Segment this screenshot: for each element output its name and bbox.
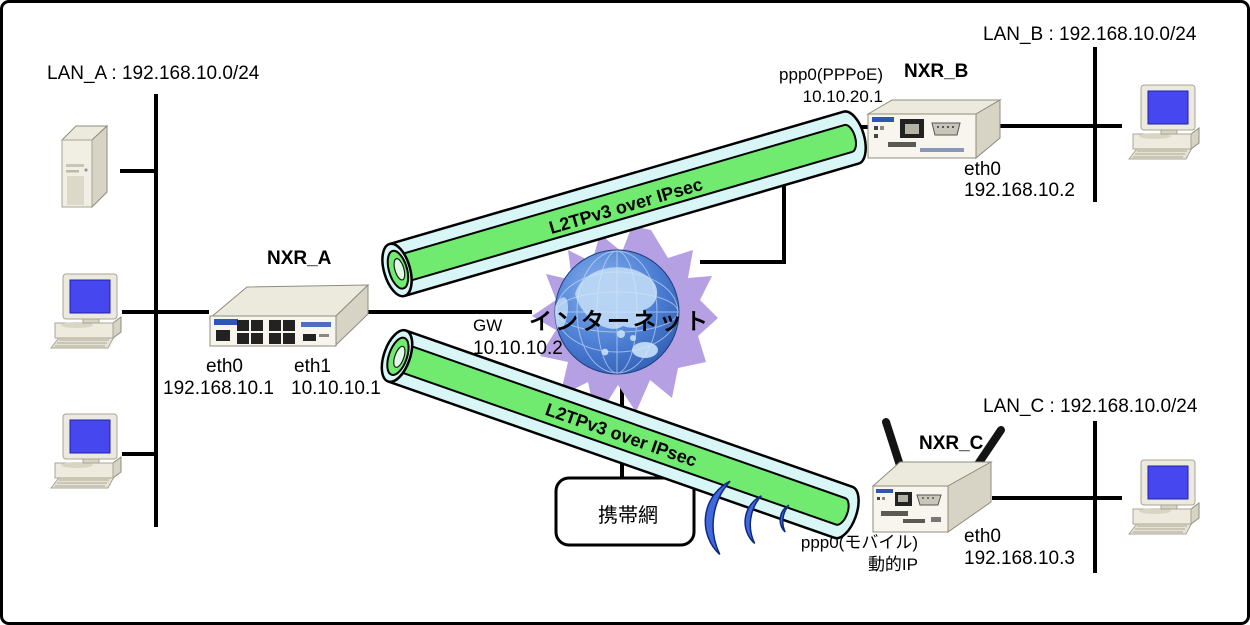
pc-icon-lan-c	[1128, 459, 1200, 535]
nxr-a-device	[208, 283, 370, 347]
gw-label: GW	[473, 316, 503, 335]
nxr-c-name: NXR_C	[919, 433, 984, 454]
lan-b-label: LAN_B : 192.168.10.0/24	[983, 24, 1197, 45]
gw-ip: 10.10.10.2	[473, 338, 563, 359]
nxr-c-wan-label: ppp0(モバイル)	[800, 533, 918, 552]
pc-icon-lan-b	[1128, 84, 1200, 160]
pc-icon-lan-a-2	[50, 413, 122, 489]
radio-waves-icon	[704, 480, 790, 556]
nxr-b-eth0-label: eth0	[964, 159, 1001, 180]
lan-b-bus-line	[1000, 47, 1122, 202]
nxr-b-wan-ip: 10.10.20.1	[802, 87, 883, 106]
server-icon	[61, 125, 108, 208]
nxr-a-name: NXR_A	[267, 248, 332, 269]
mobile-network-box	[554, 476, 696, 547]
nxr-c-eth0-ip: 192.168.10.3	[964, 548, 1075, 569]
nxr-a-eth0-ip: 192.168.10.1	[163, 378, 274, 399]
nxr-a-eth1-label: eth1	[294, 356, 331, 377]
nxr-c-device	[871, 418, 1005, 533]
lan-a-bus-line	[120, 94, 209, 527]
lan-c-label: LAN_C : 192.168.10.0/24	[983, 396, 1198, 417]
nxr-b-device	[866, 99, 1002, 160]
lan-c-bus-line	[992, 421, 1122, 573]
internet-to-nxr-b-line	[700, 184, 786, 264]
lan-a-label: LAN_A : 192.168.10.0/24	[47, 63, 260, 84]
nxr-b-eth0-ip: 192.168.10.2	[964, 180, 1075, 201]
nxr-a-eth1-ip: 10.10.10.1	[291, 378, 381, 399]
pc-icon-lan-a-1	[50, 273, 122, 349]
nxr-c-wan-ip: 動的IP	[867, 555, 918, 574]
nxr-c-eth0-label: eth0	[964, 526, 1001, 547]
nxr-b-wan-label: ppp0(PPPoE)	[779, 65, 883, 84]
internet-label: インターネット	[529, 308, 711, 334]
nxr-a-eth0-label: eth0	[206, 356, 243, 377]
nxr-b-name: NXR_B	[904, 61, 969, 82]
internet-globe-icon	[532, 226, 718, 420]
diagram-canvas	[50, 47, 1200, 573]
mobile-network-label: 携帯網	[598, 505, 658, 527]
